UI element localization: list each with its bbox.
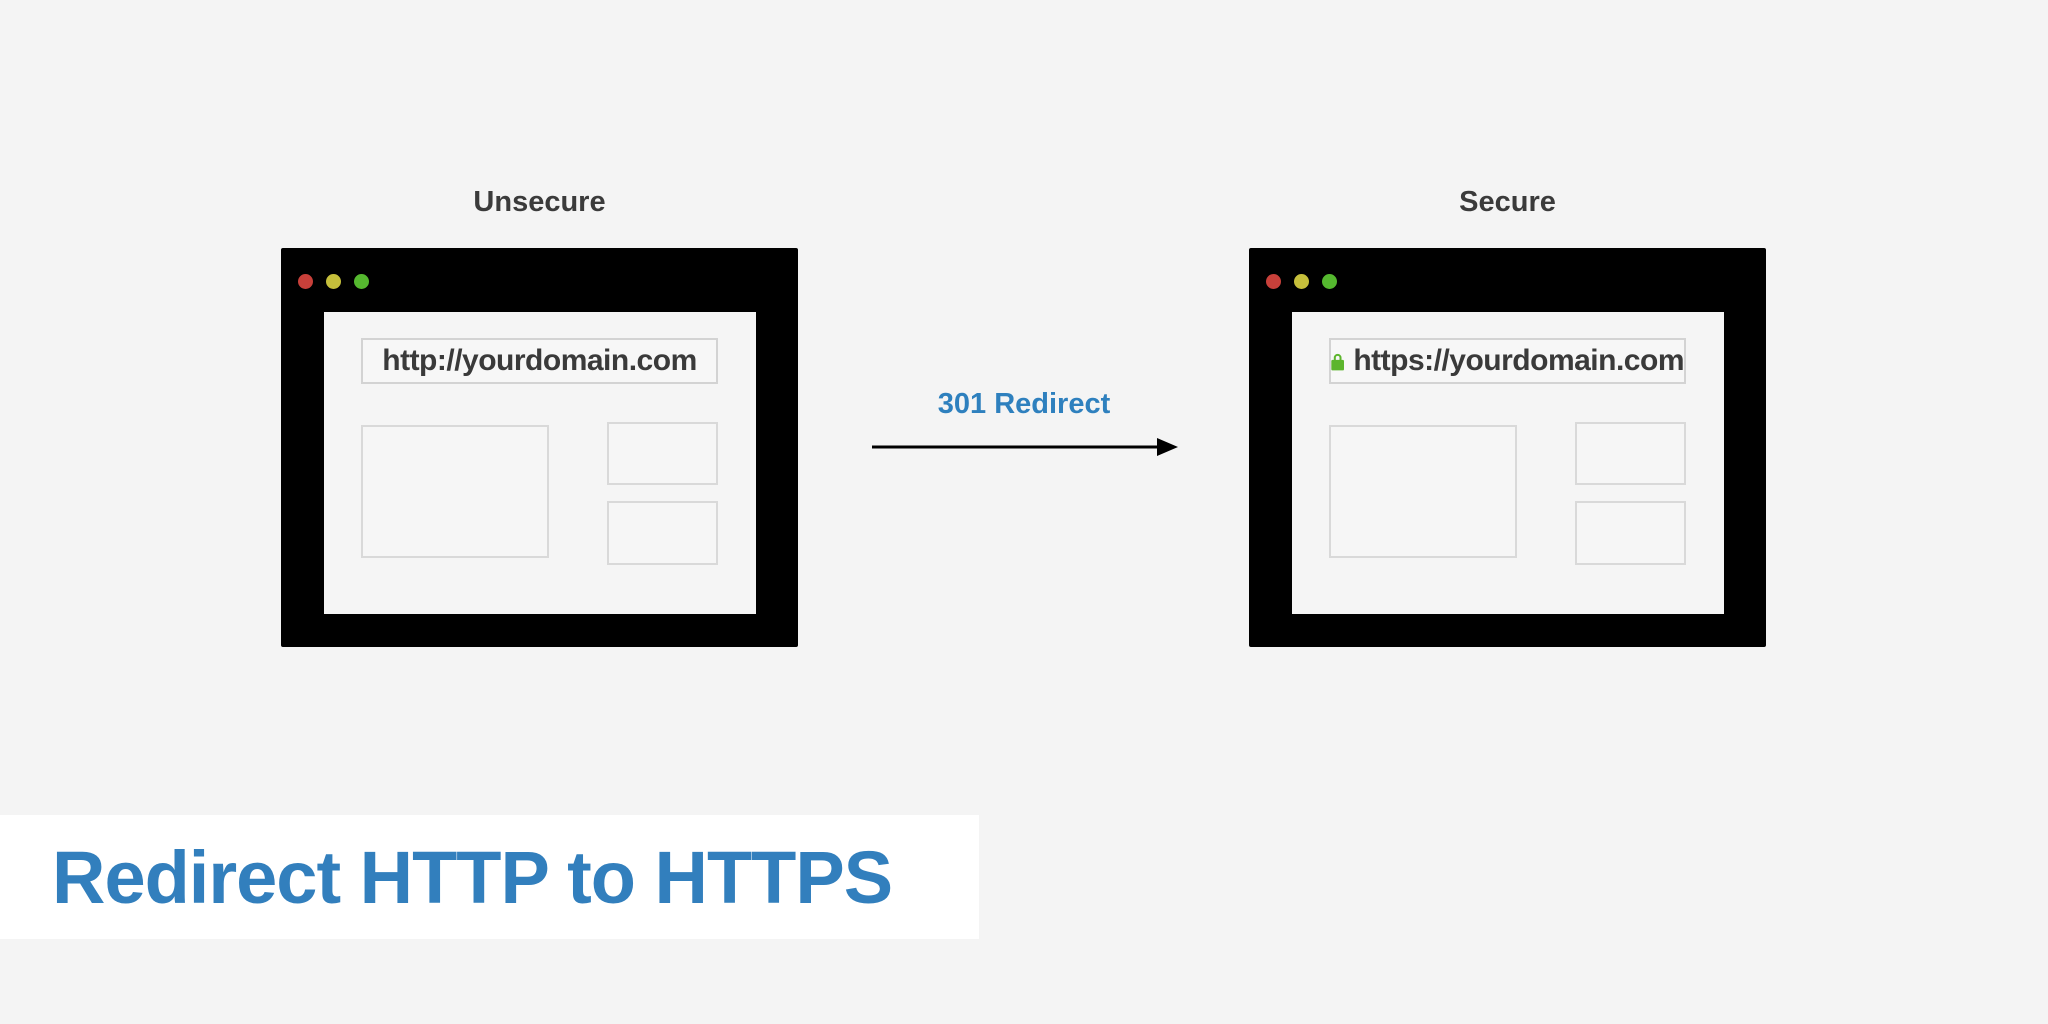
- page-title: Redirect HTTP to HTTPS: [52, 835, 893, 919]
- content-box-large: [1329, 425, 1517, 558]
- content-box-small-top: [1575, 422, 1686, 485]
- content-box-large: [361, 425, 549, 558]
- yellow-minimize-light-icon: [326, 274, 341, 289]
- secure-browser-window: https://yourdomain.com: [1249, 248, 1766, 647]
- https-url-bar: https://yourdomain.com: [1329, 338, 1686, 384]
- title-banner: Redirect HTTP to HTTPS: [0, 815, 979, 939]
- red-close-light-icon: [1266, 274, 1281, 289]
- traffic-lights: [1266, 274, 1337, 289]
- redirect-301-label: 301 Redirect: [937, 388, 1111, 420]
- red-close-light-icon: [298, 274, 313, 289]
- traffic-lights: [298, 274, 369, 289]
- secure-label: Secure: [1459, 186, 1556, 218]
- http-url-text: http://yourdomain.com: [382, 344, 697, 377]
- yellow-minimize-light-icon: [1294, 274, 1309, 289]
- green-zoom-light-icon: [354, 274, 369, 289]
- content-box-small-bottom: [607, 501, 718, 565]
- right-arrow-icon: [872, 438, 1178, 456]
- unsecure-label: Unsecure: [473, 186, 606, 218]
- window-content: http://yourdomain.com: [324, 312, 756, 614]
- green-zoom-light-icon: [1322, 274, 1337, 289]
- content-box-small-bottom: [1575, 501, 1686, 565]
- lock-icon: [1331, 353, 1344, 370]
- http-url-bar: http://yourdomain.com: [361, 338, 718, 384]
- https-url-text: https://yourdomain.com: [1353, 344, 1684, 377]
- window-content: https://yourdomain.com: [1292, 312, 1724, 614]
- unsecure-browser-window: http://yourdomain.com: [281, 248, 798, 647]
- content-box-small-top: [607, 422, 718, 485]
